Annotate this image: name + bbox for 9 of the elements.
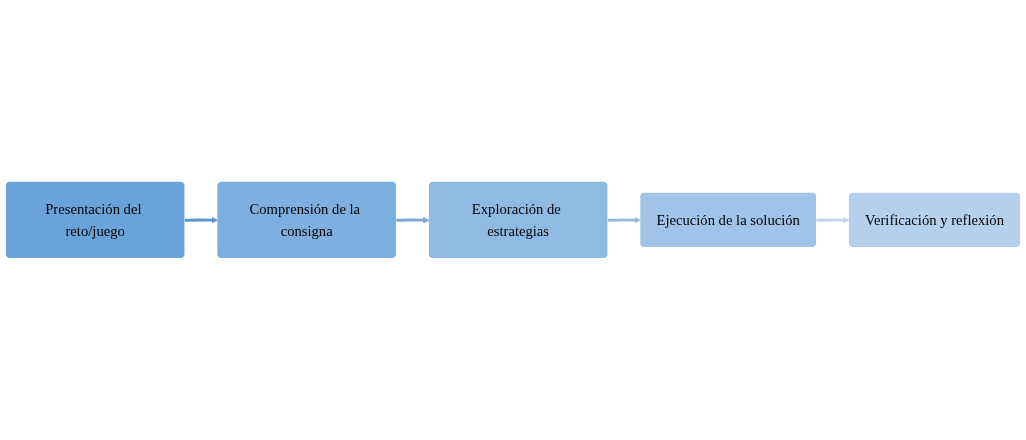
arrow: [816, 217, 850, 224]
arrow: [184, 217, 219, 224]
node-box: Exploración de estrategias: [428, 181, 608, 259]
node-box: Ejecución de la solución: [640, 192, 816, 248]
node-box: Presentación del reto/juego: [5, 181, 185, 259]
node-box: Comprensión de la consigna: [217, 181, 396, 259]
arrow: [607, 217, 641, 224]
node-box: Verificación y reflexión: [848, 192, 1021, 248]
arrow: [396, 217, 430, 224]
